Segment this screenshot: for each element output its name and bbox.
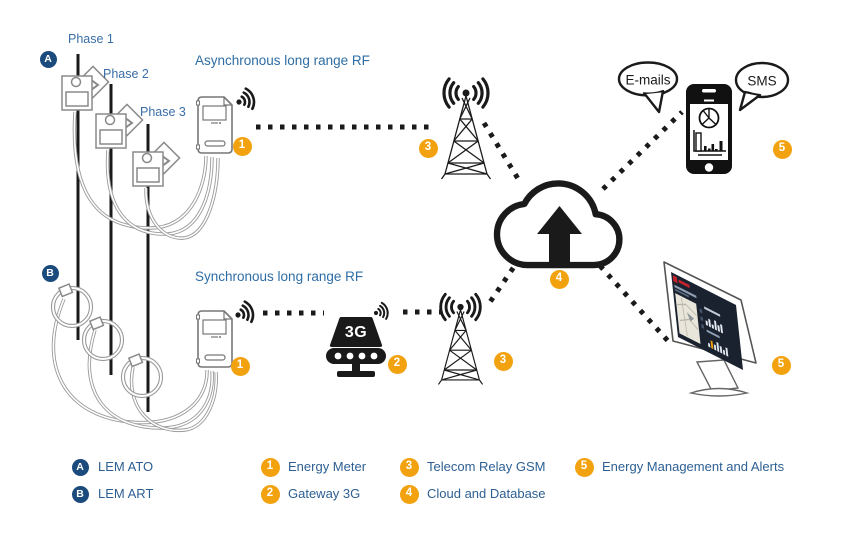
rogowski-coil-2 [81, 316, 125, 362]
legend-marker-1: 1 [260, 457, 280, 477]
dotted-links [256, 110, 684, 343]
sms-bubble [734, 61, 790, 112]
rogowski-coil-1 [50, 283, 94, 329]
gateway-2-badge: 2 [387, 354, 407, 374]
async-rf-label: Asynchronous long range RF [195, 53, 370, 68]
link-cloud-tower2 [487, 256, 523, 304]
legend-label-energy-meter: Energy Meter [288, 459, 367, 474]
energy-meter-device-bottom [195, 310, 233, 368]
gateway-3g-label: 3G [344, 324, 368, 341]
phase-2-label: Phase 2 [103, 67, 149, 81]
rf-signal-icon-gateway [370, 300, 391, 323]
telecom-3-badge-bottom: 3 [493, 351, 513, 371]
cloud-upload-icon [493, 180, 623, 269]
ct-clamp-3 [132, 141, 181, 187]
cloud-4-badge: 4 [549, 269, 569, 289]
marker-b-badge: B [41, 264, 59, 282]
legend-marker-2: 2 [260, 484, 280, 504]
ct-clamp-1 [61, 65, 110, 111]
meter-1-badge-top: 1 [232, 136, 252, 156]
legend-marker-4: 4 [399, 484, 419, 504]
ct-clamp-2 [95, 103, 144, 149]
rogowski-coils [50, 283, 164, 399]
legend-label-lem-art: LEM ART [98, 486, 154, 501]
emails-bubble-label: E-mails [625, 72, 671, 88]
legend-label-telecom-relay: Telecom Relay GSM [427, 459, 546, 474]
rf-signal-icon-top [231, 85, 258, 115]
energy-meter-device-top [195, 96, 233, 154]
smartphone-icon [686, 84, 732, 174]
telecom-tower-icon-top [439, 77, 493, 181]
legend-marker-a: A [71, 458, 89, 476]
legend-label-energy-management: Energy Management and Alerts [602, 459, 785, 474]
phase-3-label: Phase 3 [140, 105, 186, 119]
alerts-5-badge-phone: 5 [772, 139, 792, 159]
phase-1-label: Phase 1 [68, 32, 114, 46]
rf-signal-icon-bottom [230, 298, 257, 328]
legend-marker-3: 3 [399, 457, 419, 477]
legend-label-lem-ato: LEM ATO [98, 459, 154, 474]
alerts-5-badge-monitor: 5 [771, 355, 791, 375]
link-cloud-monitor [590, 255, 670, 343]
desktop-monitor-icon [663, 261, 757, 397]
telecom-tower-icon-bottom [437, 292, 484, 386]
legend-label-cloud-database: Cloud and Database [427, 486, 546, 501]
telecom-3-badge-top: 3 [418, 138, 438, 158]
legend-marker-5: 5 [574, 457, 594, 477]
marker-a-badge: A [39, 50, 57, 68]
link-tower1-cloud [481, 121, 523, 184]
ct-clamps [61, 65, 181, 187]
sms-bubble-label: SMS [747, 73, 777, 89]
legend-label-gateway-3g: Gateway 3G [288, 486, 361, 501]
legend-marker-b: B [71, 485, 89, 503]
rogowski-coil-3 [120, 353, 164, 399]
emails-bubble [617, 61, 679, 114]
meter-1-badge-bottom: 1 [230, 356, 250, 376]
meter-cables-a [72, 111, 220, 240]
gateway-3g-icon [326, 317, 386, 377]
link-cloud-phone [601, 110, 684, 191]
sync-rf-label: Synchronous long range RF [195, 269, 364, 284]
